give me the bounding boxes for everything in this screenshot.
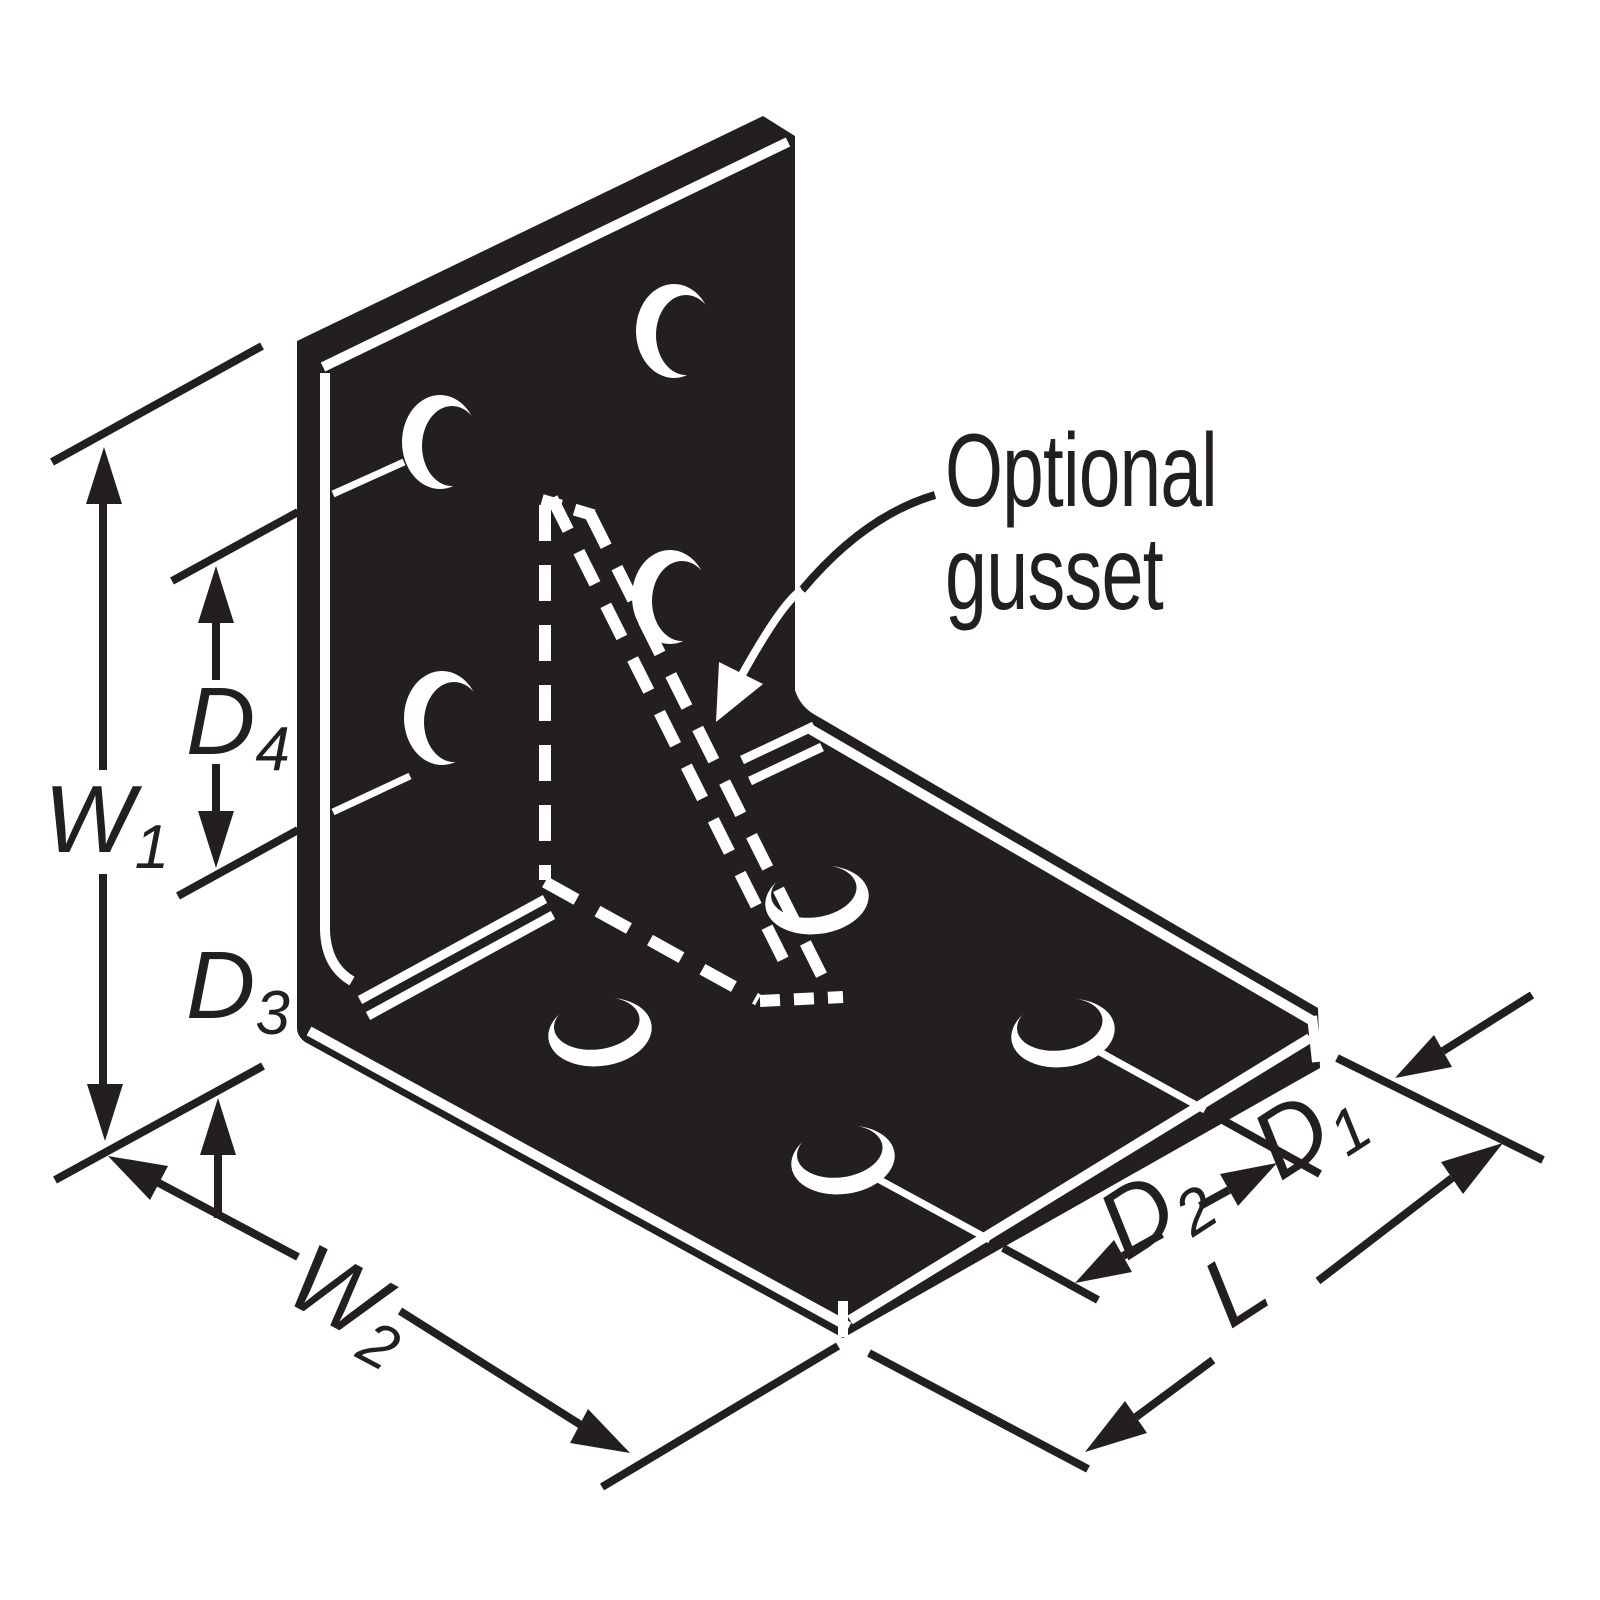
d4-arrow-down-icon <box>198 811 234 868</box>
leader-curve-outer <box>798 491 937 593</box>
label-w1: W1 <box>44 766 169 882</box>
extension-inside-lower-hole <box>331 772 412 816</box>
d1-arrow-icon <box>1395 1035 1452 1078</box>
l-arrow-left-icon <box>1085 1401 1147 1452</box>
bottom-right-edge-highlight <box>847 1033 1313 1325</box>
bend-marks <box>357 721 824 1020</box>
gusset-top-cap <box>540 494 598 522</box>
hole <box>791 1124 895 1195</box>
w1-arrow-down-icon <box>87 1084 123 1141</box>
tick-right-hole <box>1208 1109 1322 1178</box>
label-d4: D4 <box>186 668 290 784</box>
gusset-base-edge <box>542 876 761 1006</box>
d4-arrow-up-icon <box>198 566 234 623</box>
gusset-dashed-outline <box>539 494 844 1007</box>
annotation-line1: Optional <box>945 413 1217 529</box>
top-edge-highlight <box>320 137 791 372</box>
tick-front-hole <box>1001 1244 1100 1304</box>
annotation-optional-gusset: Optional gusset <box>945 413 1218 632</box>
hole <box>632 550 712 644</box>
left-edge-highlight <box>320 373 355 986</box>
tick-bottom-corner <box>53 1062 265 1184</box>
extension-ticks <box>50 342 1545 1491</box>
gusset-foot <box>759 991 844 1007</box>
horizontal-plate-holes <box>548 864 1115 1195</box>
tick-front-tip-left <box>599 1342 841 1491</box>
d2-stub-left <box>1121 1230 1164 1260</box>
bottom-left-edge-highlight <box>306 1026 852 1332</box>
tick-top-corner <box>50 342 264 466</box>
d2-stub-right <box>1198 1186 1231 1210</box>
bend-mark-left-1 <box>357 895 548 1004</box>
tick-front-tip-right <box>867 1349 1090 1473</box>
hole-centerline-extensions-inside <box>331 458 1207 1244</box>
d3-arrow-up-icon <box>200 1098 236 1155</box>
extension-inside-front-hole <box>876 1175 992 1244</box>
top-right-edge-highlight <box>807 724 1314 1025</box>
l-shaft-right <box>1315 1174 1455 1285</box>
bend-mark-left-2 <box>365 911 556 1020</box>
hole <box>636 284 716 378</box>
angle-bracket <box>297 116 1322 1338</box>
dimension-w1: W1 <box>44 447 169 1141</box>
d1-stub <box>1440 991 1535 1055</box>
gusset-diagonal-edge-1 <box>546 495 796 976</box>
w1-arrow-up-icon <box>86 447 122 504</box>
extension-inside-right-hole <box>1096 1047 1207 1114</box>
l-arrow-right-icon <box>1441 1143 1503 1194</box>
hole <box>402 395 482 489</box>
hole <box>548 996 652 1067</box>
gusset-diagonal-edge-2 <box>584 511 833 989</box>
d2-arrow-right-icon <box>1220 1163 1277 1206</box>
l-shaft-left <box>1133 1356 1216 1421</box>
hole <box>1011 997 1115 1068</box>
extension-inside-upper-hole <box>331 458 406 498</box>
tick-upper-hole <box>170 508 300 585</box>
annotation-line2: gusset <box>945 516 1164 632</box>
right-tip-corner-line <box>1307 1015 1322 1063</box>
d2-arrow-left-icon <box>1075 1240 1132 1283</box>
w2-arrow-left-icon <box>108 1156 168 1200</box>
vertical-plate-holes <box>402 284 716 765</box>
edge-highlights <box>306 137 1322 1337</box>
label-d3: D3 <box>186 932 290 1048</box>
dimension-d3: D3 <box>186 932 290 1218</box>
tick-lower-hole <box>176 826 300 900</box>
dimension-d4: D4 <box>186 566 290 868</box>
bend-mark-right-2 <box>748 742 824 786</box>
gusset-leader <box>716 491 937 722</box>
tick-right-tip <box>1335 1054 1545 1164</box>
leader-arrowhead-icon <box>716 662 763 722</box>
hole <box>404 671 484 765</box>
w2-arrow-right-icon <box>570 1409 630 1453</box>
bend-mark-right-1 <box>740 721 816 765</box>
w2-shaft-lower <box>397 1307 603 1441</box>
